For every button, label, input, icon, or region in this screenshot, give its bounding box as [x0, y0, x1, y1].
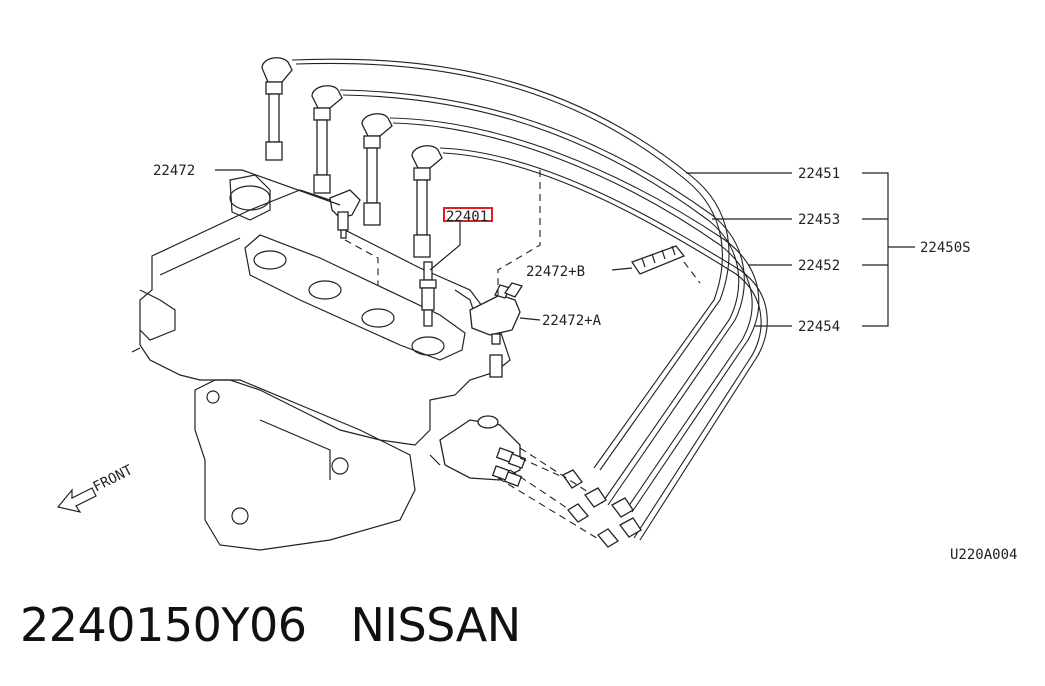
label-22472-a: 22472+A [542, 313, 602, 329]
parts-diagram: 22472 22401 22472+B 22472+A 22451 22453 … [56, 57, 1017, 563]
highlight-box [443, 207, 493, 222]
label-22453: 22453 [798, 212, 840, 228]
label-22401: 22401 [446, 209, 488, 225]
label-22454: 22454 [798, 319, 840, 335]
ignition-wires [291, 58, 768, 548]
part-caption: 2240150Y06 NISSAN [20, 598, 521, 652]
label-22450s: 22450S [920, 240, 971, 256]
label-22472-b: 22472+B [526, 264, 585, 280]
reference-code: U220A004 [950, 547, 1017, 563]
wire-clip-22472-b [631, 245, 686, 275]
leader-lines [215, 169, 915, 327]
label-22472: 22472 [153, 163, 195, 179]
label-22451: 22451 [798, 166, 840, 182]
distributor [429, 415, 527, 487]
wire-clip-22472-a [469, 282, 524, 378]
front-label: FRONT [91, 462, 136, 496]
engine-lower-bracket [194, 379, 416, 551]
plug-boots [261, 57, 443, 258]
front-arrow: FRONT [56, 462, 136, 513]
part-number: 2240150Y06 [20, 598, 307, 652]
distributor-dashed-routes [497, 447, 601, 541]
wire-clip-22472 [329, 189, 361, 239]
brand-name: NISSAN [350, 598, 522, 652]
spark-plug [419, 261, 437, 327]
label-22452: 22452 [798, 258, 840, 274]
